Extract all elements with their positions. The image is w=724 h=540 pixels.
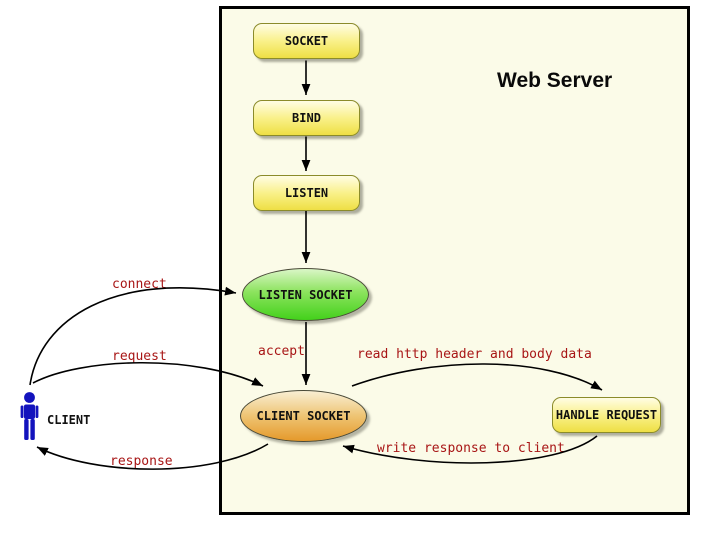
node-handle-request: HANDLE REQUEST: [552, 397, 661, 433]
node-socket-label: SOCKET: [284, 34, 329, 48]
edge-label-write-response: write response to client: [377, 441, 565, 456]
edge-label-response: response: [110, 454, 173, 469]
client-person-icon: [20, 392, 39, 440]
node-bind: BIND: [253, 100, 360, 136]
client-actor-label: CLIENT: [47, 413, 91, 427]
node-listen-socket: LISTEN SOCKET: [242, 268, 369, 321]
diagram-title: Web Server: [497, 69, 613, 92]
node-listen: LISTEN: [253, 175, 360, 211]
node-listen-label: LISTEN: [284, 186, 329, 200]
node-listen-socket-label: LISTEN SOCKET: [258, 287, 353, 302]
arrow-connect-client-to-listen-socket: [29, 286, 237, 386]
node-client-socket-label: CLIENT SOCKET: [256, 409, 351, 423]
node-handle-request-label: HANDLE REQUEST: [555, 408, 658, 422]
node-socket: SOCKET: [253, 23, 360, 59]
edge-label-connect: connect: [112, 277, 167, 292]
node-client-socket: CLIENT SOCKET: [240, 390, 367, 442]
edge-label-accept: accept: [258, 344, 305, 359]
edge-label-request: request: [112, 349, 167, 364]
node-bind-label: BIND: [292, 111, 321, 125]
edge-label-read-http: read http header and body data: [357, 347, 592, 362]
